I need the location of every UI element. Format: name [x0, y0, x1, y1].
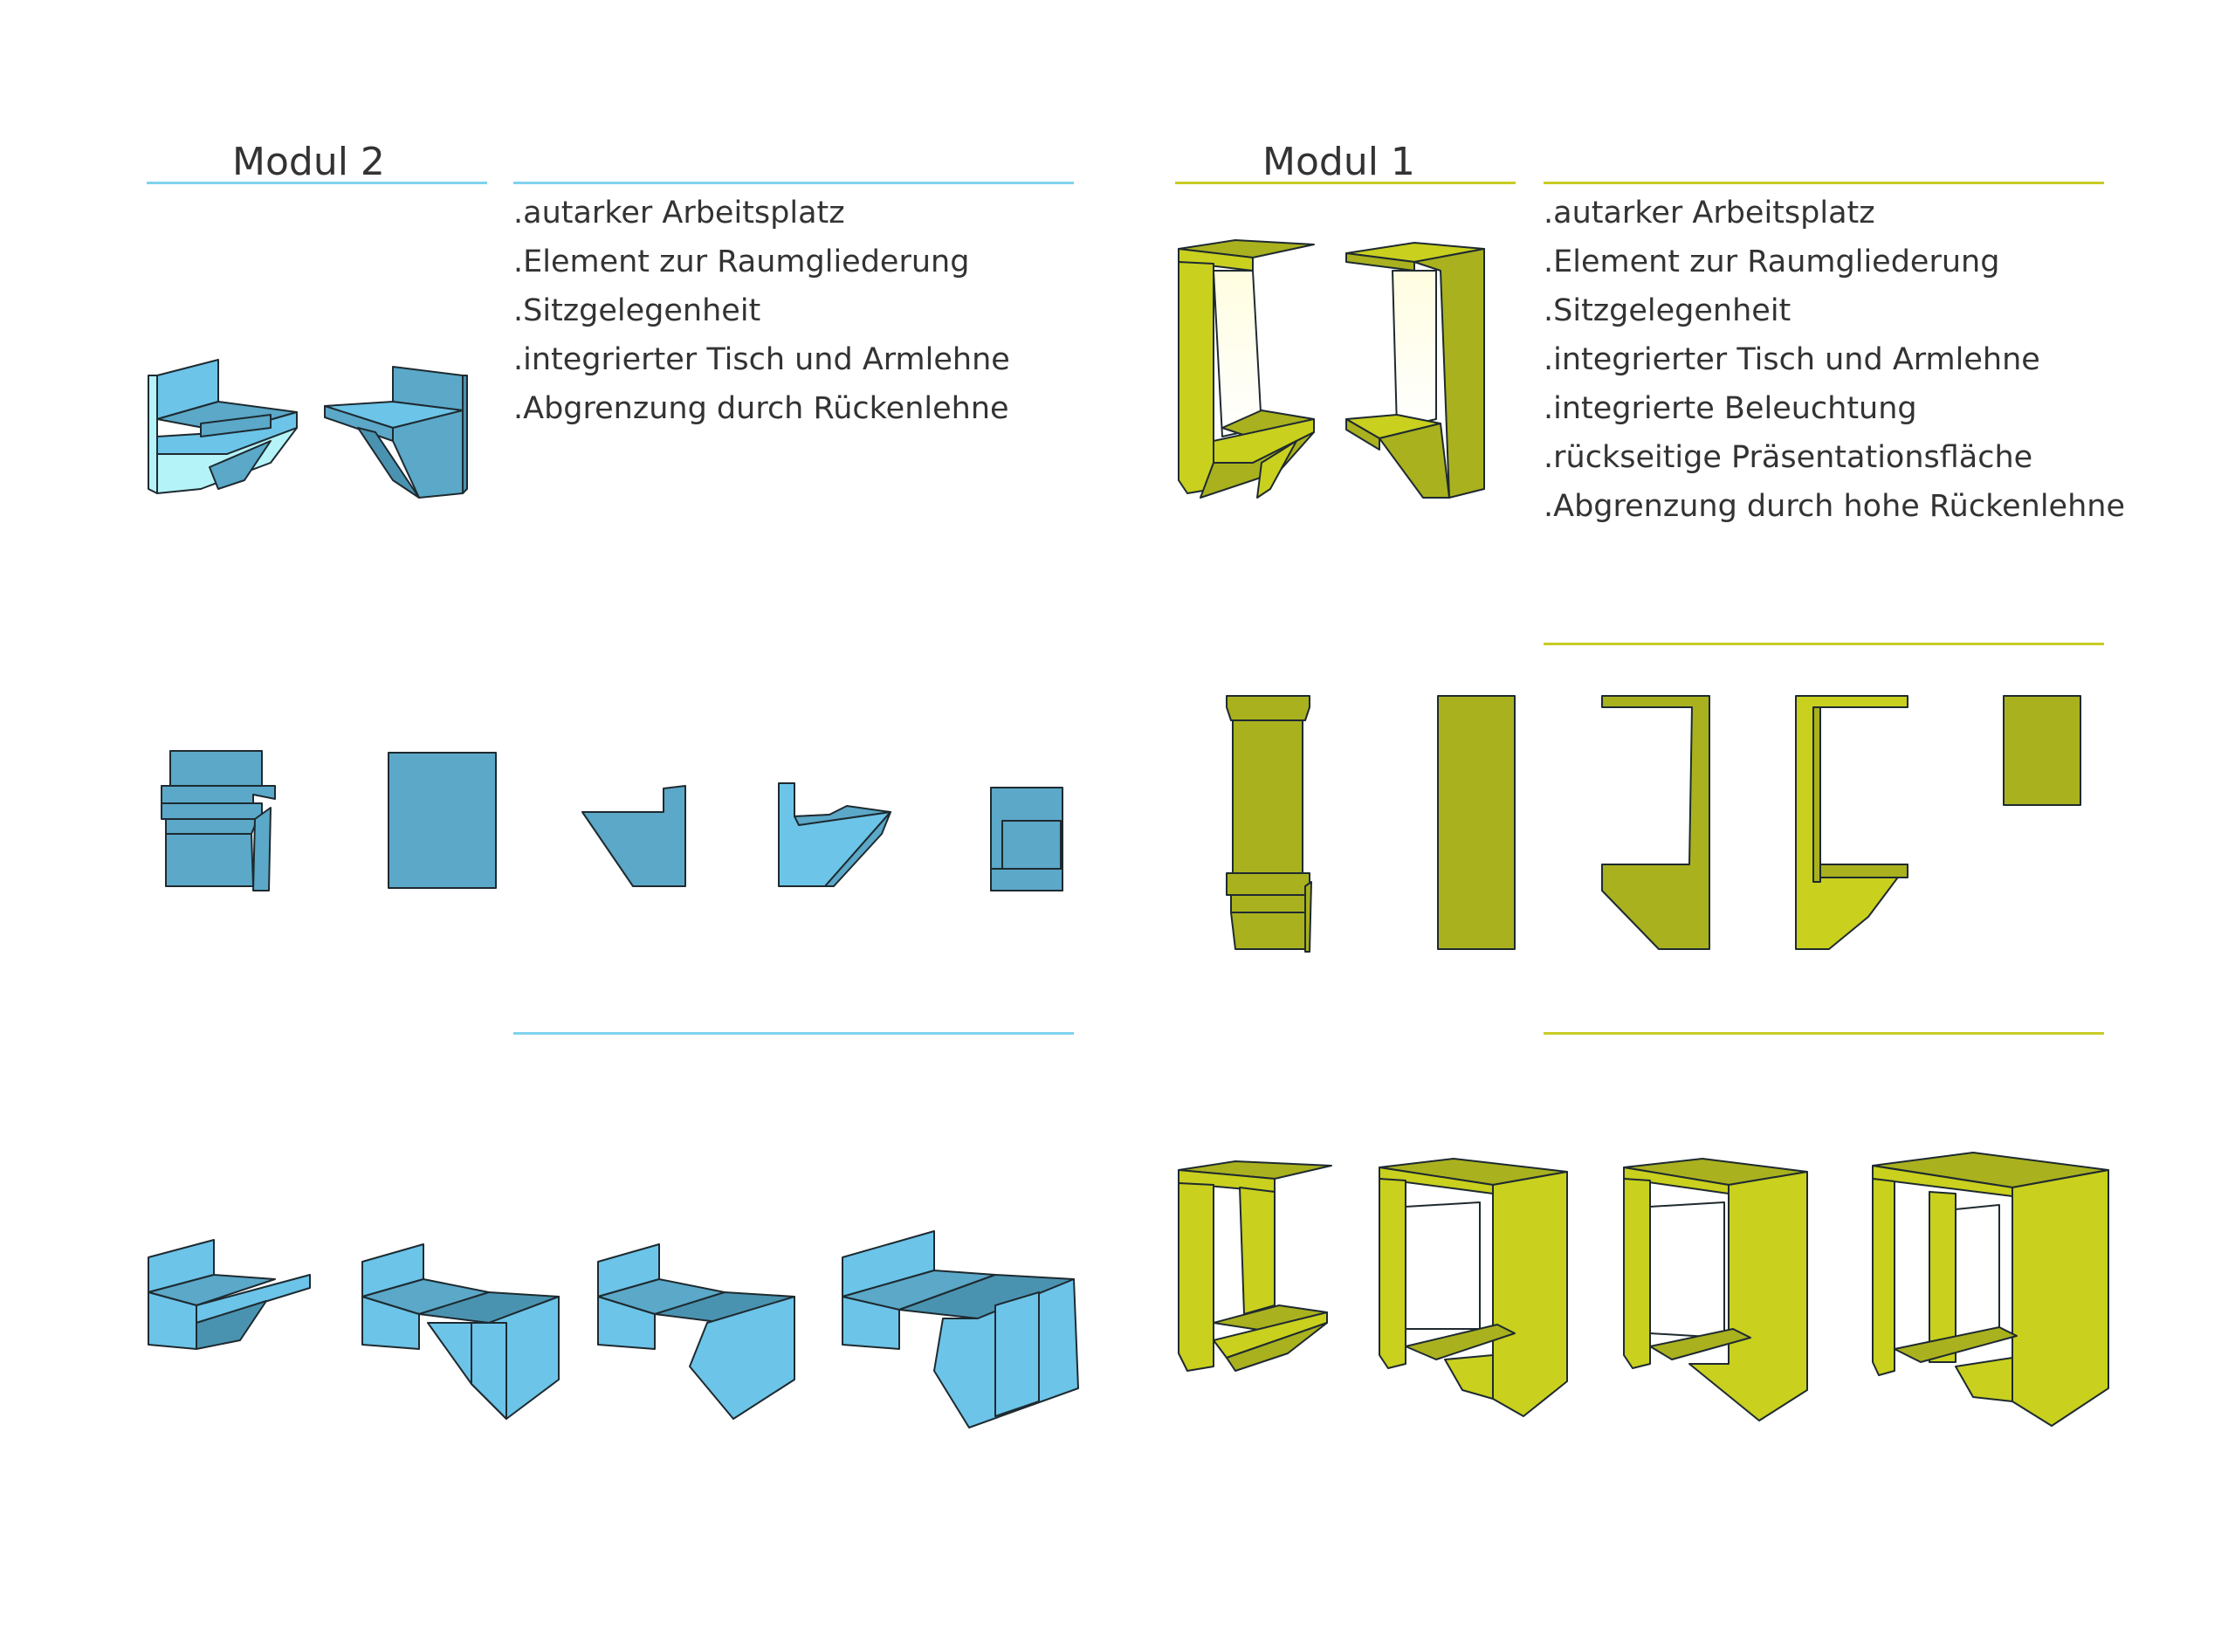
- modul-2-view-back: [990, 787, 1063, 891]
- modul-1-feature-rule: [1544, 182, 2104, 184]
- modul-2-view-side-open: [778, 782, 891, 887]
- modul-2-config-quad: [842, 1230, 1079, 1428]
- modul-1-title-rule: [1175, 182, 1516, 184]
- modul-2-perspective-back: [324, 366, 468, 499]
- modul-1-feature-item: .Abgrenzung durch hohe Rückenlehne: [1544, 489, 2125, 524]
- modul-1-view-section: [1601, 695, 1710, 950]
- modul-1-feature-item: .integrierter Tisch und Armlehne: [1544, 342, 2040, 377]
- modul-1-config-pair-offset: [1623, 1158, 1808, 1421]
- modul-1-feature-item: .autarker Arbeitsplatz: [1544, 196, 1875, 231]
- modul-2-perspective-front: [148, 359, 298, 494]
- modul-1-title: Modul 1: [1262, 140, 1415, 184]
- modul-2-feature-list: .autarker Arbeitsplatz .Element zur Raum…: [513, 194, 1010, 438]
- modul-1-feature-item: .Sitzgelegenheit: [1544, 293, 1791, 328]
- modul-2-view-side: [388, 752, 497, 889]
- modul-2-view-front: [161, 750, 276, 891]
- modul-1-perspective-back: [1345, 242, 1485, 499]
- modul-2-feature-item: .autarker Arbeitsplatz: [513, 196, 845, 231]
- modul-2-config-single: [148, 1239, 311, 1350]
- modul-1-feature-list: .autarker Arbeitsplatz .Element zur Raum…: [1544, 194, 2125, 536]
- modul-1-view-side: [1437, 695, 1516, 950]
- modul-2-config-pair-offset: [597, 1243, 795, 1420]
- modul-2-config-pair: [361, 1243, 560, 1420]
- modul-2-title-rule: [147, 182, 487, 184]
- modul-1-ortho-rule: [1544, 643, 2104, 645]
- modul-1-config-quad: [1872, 1152, 2109, 1427]
- modul-1-view-back: [2003, 695, 2081, 806]
- modul-2-feature-rule: [513, 182, 1074, 184]
- modul-2-view-section: [581, 785, 686, 887]
- modul-2-feature-item: .Sitzgelegenheit: [513, 293, 761, 328]
- modul-1-config-single: [1178, 1160, 1332, 1372]
- modul-1-feature-item: .rückseitige Präsentationsfläche: [1544, 440, 2033, 475]
- modul-2-section-rule: [513, 1032, 1074, 1035]
- modul-1-section-rule: [1544, 1032, 2104, 1035]
- modul-1-feature-item: .integrierte Beleuchtung: [1544, 391, 1917, 426]
- modul-2-feature-item: .integrierter Tisch und Armlehne: [513, 342, 1010, 377]
- modul-1-view-side-open: [1795, 695, 1908, 950]
- modul-1-feature-item: .Element zur Raumgliederung: [1544, 244, 2000, 279]
- modul-1-view-front: [1226, 695, 1312, 953]
- modul-1-perspective-front: [1178, 239, 1315, 499]
- modul-2-feature-item: .Abgrenzung durch Rückenlehne: [513, 391, 1009, 426]
- modul-1-config-pair: [1379, 1158, 1568, 1417]
- modul-2-feature-item: .Element zur Raumgliederung: [513, 244, 970, 279]
- modul-2-title: Modul 2: [232, 140, 385, 184]
